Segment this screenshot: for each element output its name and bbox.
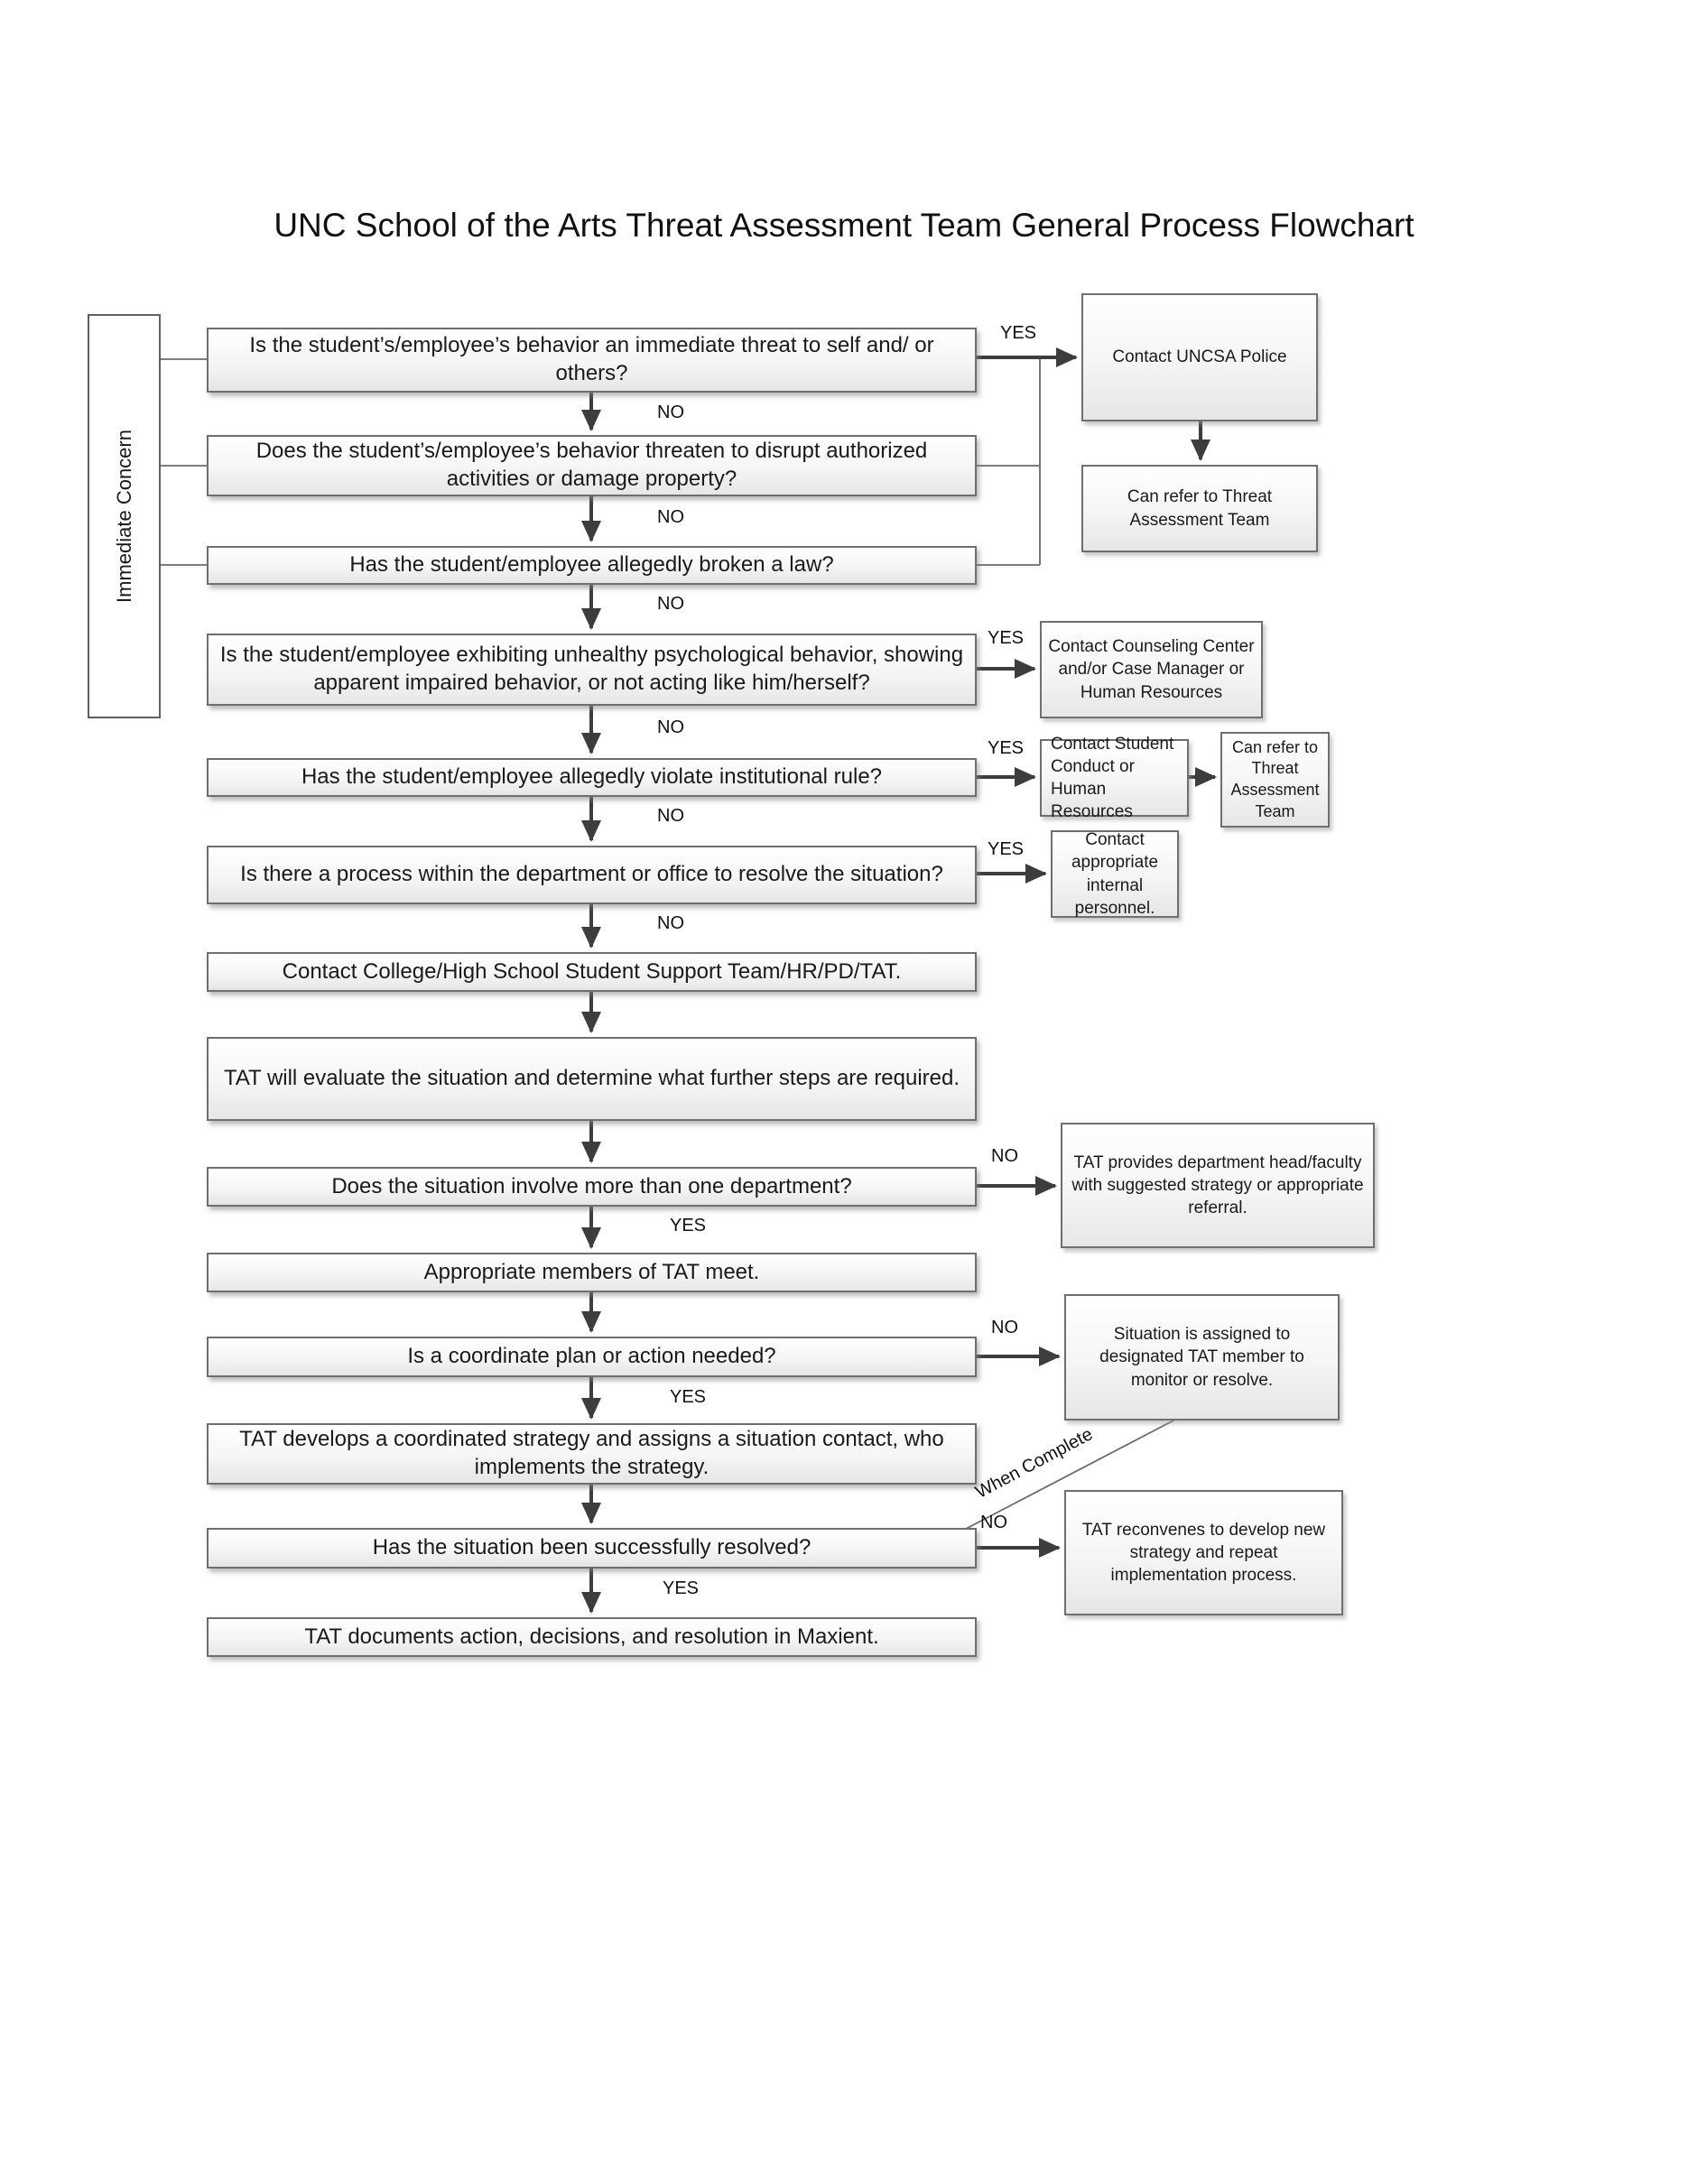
node-tat-reconvenes: TAT reconvenes to develop new strategy a…	[1064, 1490, 1343, 1615]
node-tat-documents: TAT documents action, decisions, and res…	[207, 1617, 977, 1657]
page-title: UNC School of the Arts Threat Assessment…	[274, 207, 1414, 244]
edge-label-yes-down-1: YES	[670, 1216, 707, 1235]
branch-arrows	[977, 347, 1217, 1558]
node-situation-assigned: Situation is assigned to designated TAT …	[1064, 1294, 1340, 1421]
edge-label-no-reconvenes: NO	[980, 1513, 1007, 1532]
edge-label-no-6: NO	[657, 913, 684, 933]
node-contact-conduct: Contact Student Conduct or Human Resourc…	[1040, 735, 1189, 821]
edge-label-no-5: NO	[657, 806, 684, 826]
node-contact-police: Contact UNCSA Police	[1081, 293, 1318, 421]
edge-label-no-assigned: NO	[991, 1318, 1018, 1337]
node-q-immediate-threat: Is the student’s/employee’s behavior an …	[207, 328, 977, 393]
node-q-psychological: Is the student/employee exhibiting unhea…	[207, 634, 977, 706]
node-q-institutional-rule: Has the student/employee allegedly viola…	[207, 758, 977, 797]
edge-label-no-3: NO	[657, 594, 684, 614]
node-contact-counseling: Contact Counseling Center and/or Case Ma…	[1040, 621, 1263, 718]
node-q-disrupt: Does the student’s/employee’s behavior t…	[207, 435, 977, 496]
node-q-internal-process: Is there a process within the department…	[207, 846, 977, 904]
node-refer-tat-top: Can refer to Threat Assessment Team	[1081, 465, 1318, 552]
node-contact-internal: Contact appropriate internal personnel.	[1051, 830, 1179, 918]
edge-label-yes-down-2: YES	[670, 1387, 707, 1407]
node-contact-support-team: Contact College/High School Student Supp…	[207, 952, 977, 992]
edge-label-no-1: NO	[657, 403, 684, 422]
node-tat-provides: TAT provides department head/faculty wit…	[1061, 1123, 1375, 1248]
node-tat-evaluate: TAT will evaluate the situation and dete…	[207, 1037, 977, 1121]
node-refer-tat-mid: Can refer to Threat Assessment Team	[1220, 732, 1330, 828]
edge-label-yes-conduct: YES	[988, 738, 1025, 758]
edge-label-no-2: NO	[657, 507, 684, 527]
node-q-resolved: Has the situation been successfully reso…	[207, 1528, 977, 1569]
bracket-connector-lines	[161, 357, 1174, 1541]
node-tat-members-meet: Appropriate members of TAT meet.	[207, 1253, 977, 1292]
edge-label-no-4: NO	[657, 717, 684, 737]
immediate-concern-label: Immediate Concern	[112, 430, 135, 603]
node-tat-strategy: TAT develops a coordinated strategy and …	[207, 1423, 977, 1485]
node-q-coordinate-plan: Is a coordinate plan or action needed?	[207, 1337, 977, 1377]
edge-label-no-provides: NO	[991, 1146, 1018, 1166]
edge-label-yes-police: YES	[1000, 323, 1037, 343]
edge-label-yes-counseling: YES	[988, 628, 1025, 648]
immediate-concern-bracket: Immediate Concern	[88, 314, 161, 718]
edge-label-yes-internal: YES	[988, 839, 1025, 859]
edge-label-yes-down-3: YES	[663, 1578, 700, 1598]
node-q-broken-law: Has the student/employee allegedly broke…	[207, 546, 977, 585]
node-q-multiple-departments: Does the situation involve more than one…	[207, 1167, 977, 1207]
